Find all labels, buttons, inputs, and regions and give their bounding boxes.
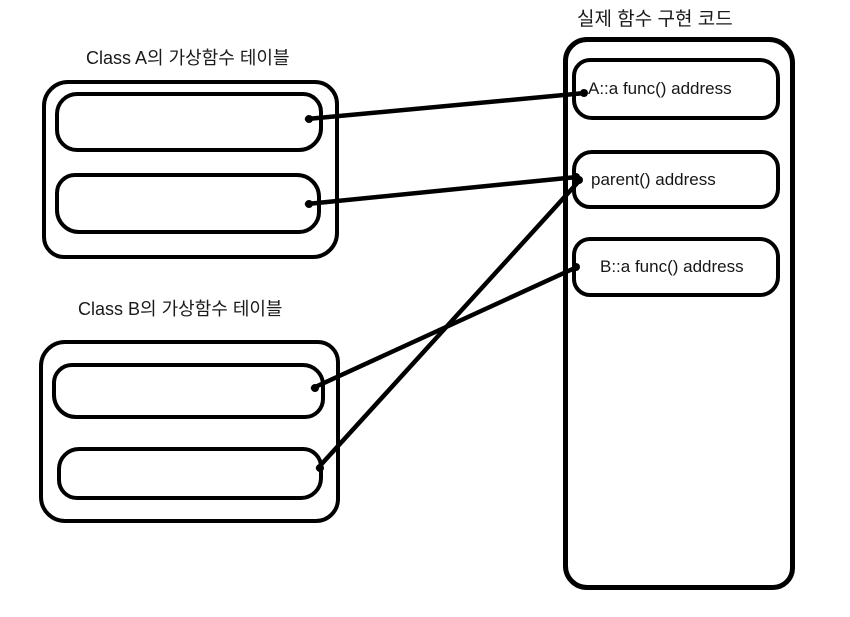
class-b-table-title: Class B의 가상함수 테이블 — [78, 299, 283, 319]
connection-b-slot-2-to-impl-parent — [315, 177, 583, 471]
impl-entry-parent: parent() address — [572, 150, 780, 209]
class-a-table-title: Class A의 가상함수 테이블 — [86, 48, 290, 68]
impl-entry-a-func-label: A::a func() address — [588, 79, 732, 98]
impl-entry-parent-label: parent() address — [591, 169, 716, 189]
impl-entry-b-func-label: B::a func() address — [600, 257, 744, 276]
class-a-slot-2 — [55, 173, 321, 234]
connection-a-slot-2-to-impl-parent — [304, 174, 580, 207]
connection-a-slot-1-to-impl-a-func — [304, 90, 588, 122]
connection-b-slot-1-to-impl-b-func — [310, 264, 580, 391]
impl-entry-b-func: B::a func() address — [572, 237, 780, 297]
impl-entry-a-func: A::a func() address — [572, 58, 780, 120]
class-b-slot-1 — [52, 363, 325, 419]
class-a-slot-1 — [55, 92, 323, 152]
class-b-slot-2 — [57, 447, 323, 500]
implementation-title: 실제 함수 구현 코드 — [577, 9, 733, 30]
